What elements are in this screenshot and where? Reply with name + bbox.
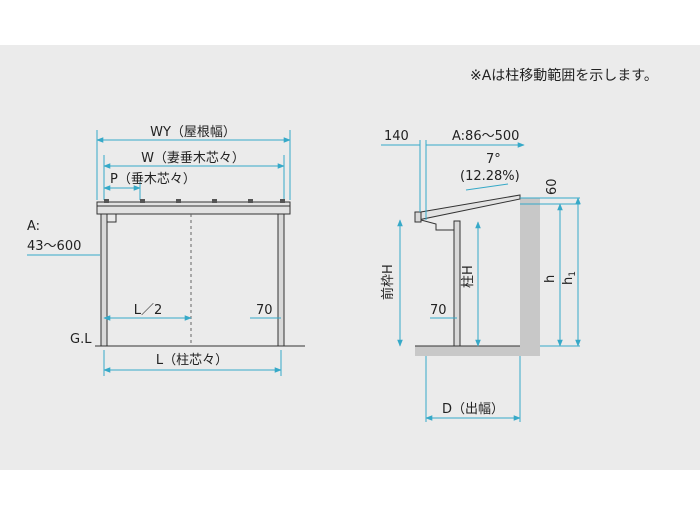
- h1-label: h1: [561, 271, 578, 285]
- h1-sub: 1: [568, 271, 578, 277]
- d-label: D（出幅）: [442, 402, 504, 417]
- h1-main: h: [561, 277, 576, 285]
- rafter-mark-3: [176, 199, 181, 203]
- front-h-label: 前枠H: [380, 264, 396, 300]
- roof-beam: [96, 201, 291, 215]
- gap-60-label: 60: [545, 178, 560, 195]
- a-label: A:: [27, 219, 40, 234]
- front-frame: [414, 211, 422, 223]
- p-label: P（垂木芯々）: [110, 172, 196, 187]
- roof-slope: [414, 194, 521, 221]
- side-bracket: [420, 219, 454, 231]
- h-label: h: [543, 275, 558, 283]
- l-label: L（柱芯々）: [156, 353, 228, 368]
- w-label: W（妻垂木芯々）: [141, 151, 245, 166]
- wy-label: WY（屋根幅）: [150, 125, 236, 140]
- front-view: WY（屋根幅） W（妻垂木芯々） P（垂木芯々） G.L A: 43〜600: [27, 125, 305, 376]
- side-view: 140 A:86〜500 7° (12.28%) 60 前枠H 柱H 70 h …: [380, 129, 581, 422]
- rafter-mark-5: [248, 199, 253, 203]
- gl-label: G.L: [70, 332, 92, 347]
- post-h-label: 柱H: [461, 265, 476, 288]
- slope-label: (12.28%): [460, 169, 520, 184]
- rafter-mark-2: [140, 199, 145, 203]
- side-post: [453, 220, 461, 347]
- note-text: ※Aは柱移動範囲を示します。: [470, 67, 658, 84]
- side-offset-70-label: 70: [430, 303, 447, 318]
- angle-arc-line: [465, 183, 509, 191]
- rafter-mark-4: [212, 199, 217, 203]
- side-a-range-label: A:86〜500: [452, 129, 519, 144]
- left-post: [100, 213, 108, 347]
- diagram-panel: [0, 45, 700, 470]
- ground-slab: [415, 346, 540, 356]
- a-range-label: 43〜600: [27, 239, 81, 254]
- left-bracket: [104, 213, 117, 223]
- top-offset-label: 140: [384, 129, 409, 144]
- rafter-mark-1: [104, 199, 109, 203]
- offset-70-label: 70: [256, 303, 273, 318]
- half-l-label: L／2: [134, 303, 163, 318]
- wall: [520, 198, 540, 348]
- right-post: [277, 213, 285, 347]
- angle-label: 7°: [486, 152, 501, 167]
- rafter-mark-6: [280, 199, 285, 203]
